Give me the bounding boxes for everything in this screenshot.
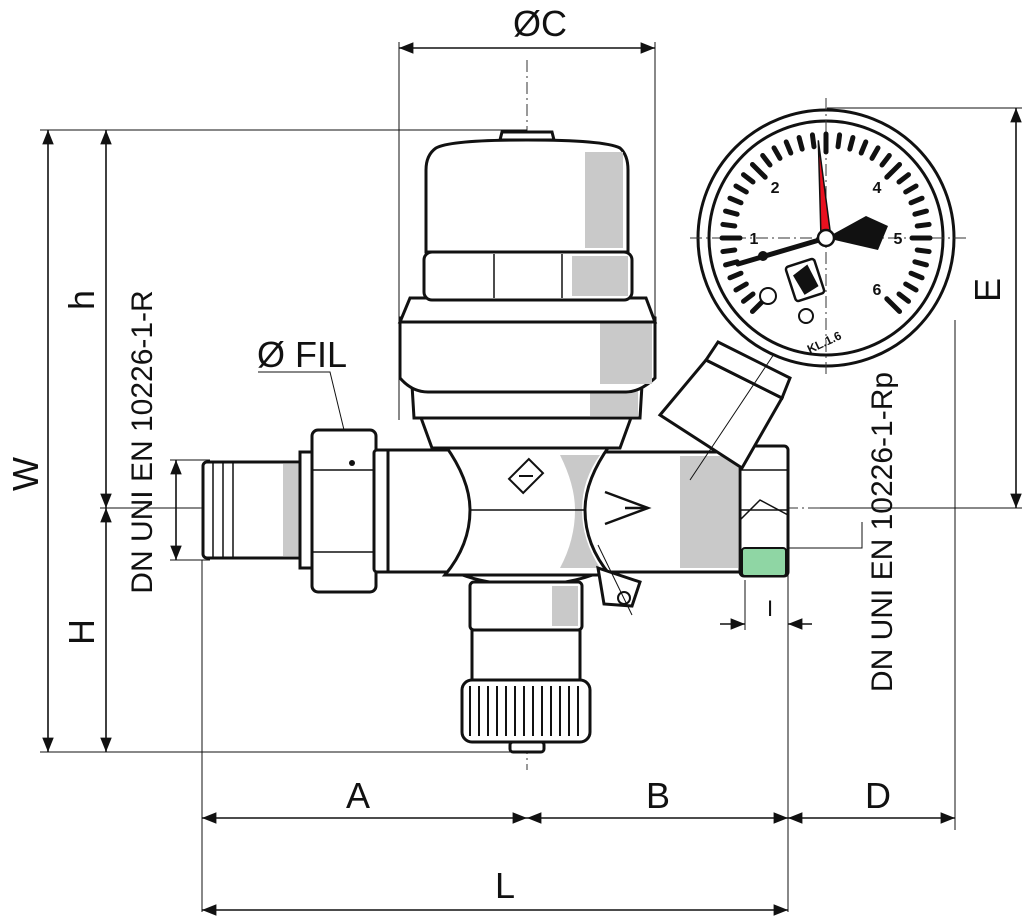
gauge-tick bbox=[879, 152, 892, 168]
dimension-lines bbox=[42, 42, 1022, 916]
label-h-upper: h bbox=[61, 290, 102, 310]
gauge-logo-plate bbox=[784, 257, 826, 303]
label-e: E bbox=[967, 278, 1008, 302]
female-threaded-outlet bbox=[738, 444, 790, 578]
gauge-tick bbox=[869, 145, 881, 161]
gauge-tick bbox=[723, 259, 740, 268]
gauge-tick bbox=[783, 139, 794, 156]
male-threaded-inlet bbox=[201, 450, 324, 570]
gauge-number: 4 bbox=[872, 180, 881, 197]
gauge-tick bbox=[809, 132, 817, 150]
regulator-head bbox=[397, 130, 658, 450]
gauge-tick bbox=[914, 247, 932, 255]
gauge-tick bbox=[727, 195, 744, 206]
gauge-tick bbox=[903, 183, 919, 195]
label-a: A bbox=[346, 775, 370, 816]
gauge-tick bbox=[740, 172, 756, 185]
gauge-tick bbox=[733, 183, 749, 195]
valve-central-body bbox=[441, 443, 614, 577]
gauge-tick bbox=[914, 221, 932, 229]
label-oc: ØC bbox=[513, 3, 567, 44]
gauge-tick bbox=[896, 172, 912, 185]
brand-logo-mark bbox=[507, 457, 545, 495]
gauge-black-needle bbox=[735, 235, 829, 267]
gauge-tick bbox=[912, 208, 929, 217]
bottom-adjust-knob bbox=[460, 580, 592, 754]
gauge-number: 5 bbox=[894, 231, 903, 248]
union-hex-nut bbox=[310, 428, 392, 594]
gauge-tick bbox=[727, 270, 744, 281]
label-w: W bbox=[5, 457, 46, 491]
gauge-hub bbox=[816, 228, 836, 248]
gauge-tick bbox=[720, 247, 738, 255]
gauge-tick bbox=[835, 132, 843, 150]
gauge-tick bbox=[903, 281, 919, 293]
label-thread-left: DN UNI EN 10226-1-R bbox=[126, 290, 159, 593]
drain-plug bbox=[596, 544, 642, 616]
gauge-tick bbox=[884, 161, 903, 180]
label-thread-right: DN UNI EN 10226-1-Rp bbox=[866, 372, 899, 692]
gauge-number: 1 bbox=[750, 231, 759, 248]
gauge-tick bbox=[771, 145, 783, 161]
gauge-tick bbox=[740, 291, 756, 304]
knob-grip-lines bbox=[469, 686, 579, 736]
gauge-tick bbox=[912, 259, 929, 268]
label-l: L bbox=[495, 865, 515, 906]
gauge-stem bbox=[657, 329, 792, 481]
gauge-tick bbox=[760, 152, 773, 168]
label-i: I bbox=[767, 596, 773, 621]
gauge-tick bbox=[908, 270, 925, 281]
gauge-tick bbox=[720, 221, 738, 229]
gauge-number: 2 bbox=[771, 180, 780, 197]
gauge-tick bbox=[733, 281, 749, 293]
label-h-lower: H bbox=[61, 619, 102, 645]
gauge-scale-ticks bbox=[719, 131, 933, 315]
label-d: D bbox=[865, 775, 891, 816]
gauge-tick bbox=[749, 161, 768, 180]
gauge-tick bbox=[796, 135, 805, 152]
gauge-tick bbox=[723, 208, 740, 217]
gauge-pointer-tail bbox=[826, 216, 888, 250]
gauge-tick bbox=[896, 291, 912, 304]
gauge-tick bbox=[847, 135, 856, 152]
gauge-tick bbox=[908, 195, 925, 206]
gauge-number: 6 bbox=[872, 282, 881, 299]
gauge-scale-numbers: 1 2 4 5 6 bbox=[750, 180, 903, 299]
label-fil: Ø FIL bbox=[257, 334, 347, 375]
label-b: B bbox=[646, 775, 670, 816]
gauge-tick bbox=[884, 296, 903, 315]
gauge-tick bbox=[858, 139, 869, 156]
thread-length-highlight bbox=[741, 547, 787, 577]
extension-lines bbox=[40, 42, 1022, 912]
